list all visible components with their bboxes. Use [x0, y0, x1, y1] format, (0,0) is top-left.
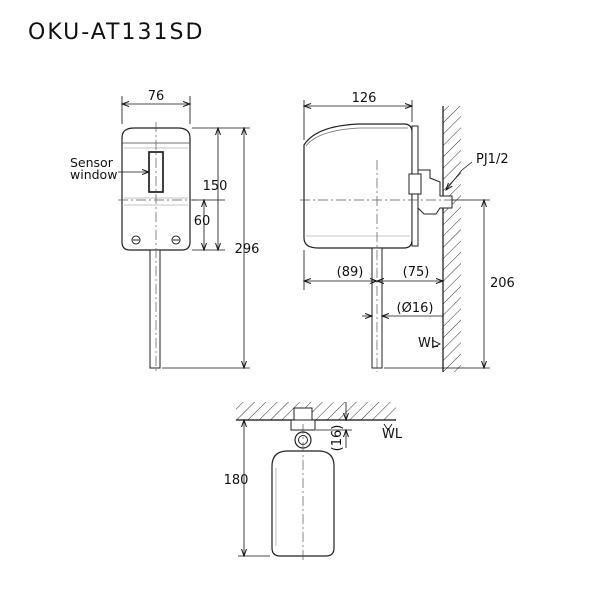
bottom-wall-hatch [236, 402, 396, 420]
side-thread-label: PJ1/2 [476, 152, 509, 167]
front-total-height-label: 296 [235, 242, 260, 257]
front-view: 76 150 60 296 Sensor window [70, 89, 259, 372]
bottom-height-label: 180 [224, 473, 249, 488]
pipe-fitting [417, 169, 453, 215]
bottom-pipe-gap-label: (16) [330, 425, 345, 452]
side-wl-label: WL [418, 336, 439, 351]
bottom-view: 180 (16) WL [224, 402, 403, 562]
bottom-fitting [293, 407, 313, 421]
front-width-label: 76 [148, 89, 165, 104]
sensor-label-line2: window [70, 167, 117, 182]
front-pipe [149, 249, 161, 369]
model-title: OKU-AT131SD [28, 20, 205, 45]
sensor-label-line1: Sensor [70, 155, 114, 170]
side-right-offset-label: (75) [403, 265, 430, 280]
side-wl-marker-icon [431, 339, 442, 349]
side-pipe-dia-label: (Ø16) [397, 301, 434, 316]
side-height-wl-label: 206 [490, 276, 515, 291]
side-depth-label: 126 [352, 91, 377, 106]
bottom-wl-marker-icon [383, 423, 393, 431]
side-wall-hatch [443, 106, 461, 372]
side-body [303, 123, 413, 249]
front-sensor-height-label: 60 [194, 214, 211, 229]
side-left-offset-label: (89) [337, 265, 364, 280]
front-body-height-label: 150 [203, 179, 228, 194]
bottom-wl-label: WL [382, 427, 403, 442]
side-view: 126 (89) (75) (Ø16) WL 206 PJ1/2 [300, 91, 515, 372]
